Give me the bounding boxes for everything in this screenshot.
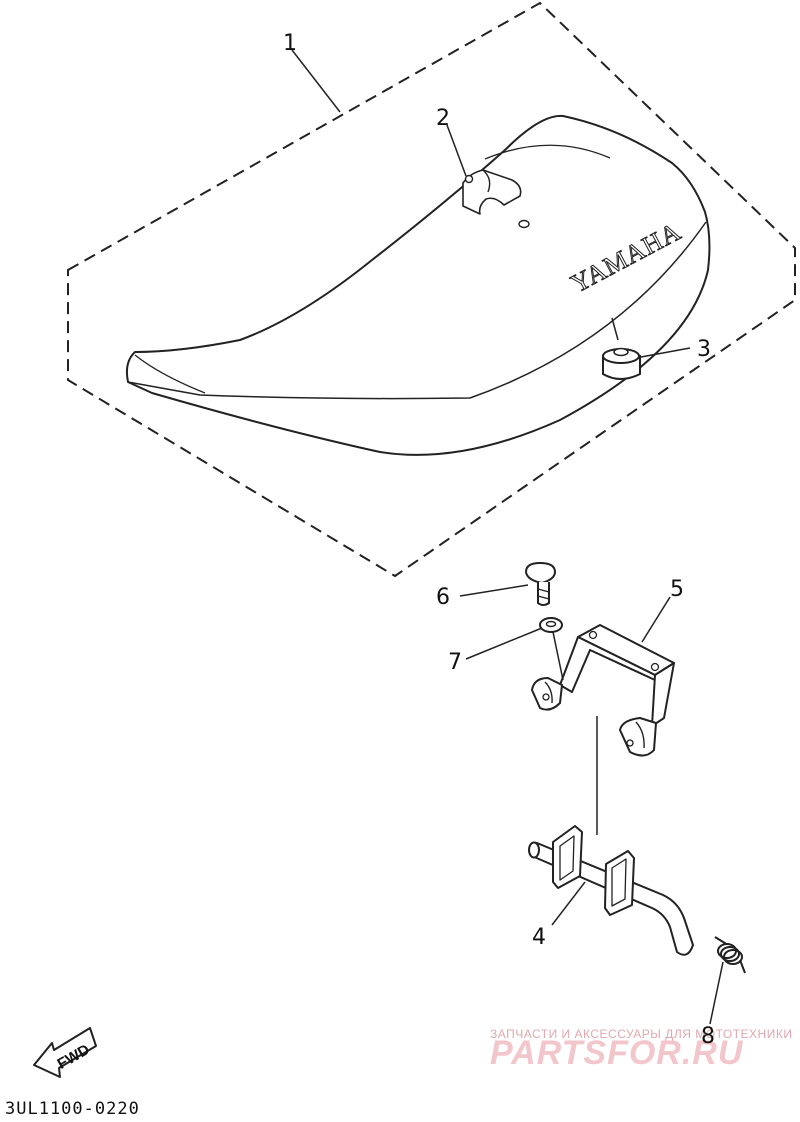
- watermark-logo: PARTSFOR.RU: [490, 1034, 744, 1072]
- seat-part: [125, 114, 711, 456]
- fwd-arrow: FWD: [33, 1027, 97, 1078]
- callout-1: 1: [283, 31, 297, 56]
- rubber-damper-part: [602, 347, 641, 380]
- seat-bracket-part: [531, 624, 675, 757]
- bolt-guide-line: [552, 631, 564, 681]
- seat-lock-lever-part: [528, 825, 694, 956]
- callout-6: 6: [436, 585, 450, 610]
- callout-8: 8: [701, 1024, 715, 1049]
- leader-lines: [291, 49, 724, 1025]
- fwd-arrow-icon: [33, 1027, 97, 1078]
- callout-3: 3: [697, 337, 711, 362]
- leader-line-5: [641, 596, 671, 643]
- leader-line-4: [551, 881, 586, 926]
- leader-line-1: [291, 49, 341, 113]
- spring-part: [714, 936, 746, 974]
- bolt-part: [524, 561, 557, 606]
- callout-4: 4: [532, 925, 546, 950]
- leader-line-3: [640, 347, 691, 358]
- leader-line-6: [459, 584, 529, 597]
- watermark-tagline: ЗАПЧАСТИ И АКСЕССУАРЫ ДЛЯ МОТОТЕХНИКИ: [490, 1027, 792, 1041]
- leader-line-2: [446, 124, 467, 177]
- callout-5: 5: [670, 577, 684, 602]
- seat-dashed-boundary: [67, 1, 796, 578]
- leader-line-8: [709, 961, 724, 1025]
- damper-mount-line: [611, 317, 619, 341]
- drawing-code: 3UL1100-0220: [5, 1099, 140, 1118]
- callout-7: 7: [448, 650, 462, 675]
- washer-part: [539, 617, 563, 633]
- leader-line-7: [465, 627, 543, 660]
- callout-2: 2: [436, 106, 450, 131]
